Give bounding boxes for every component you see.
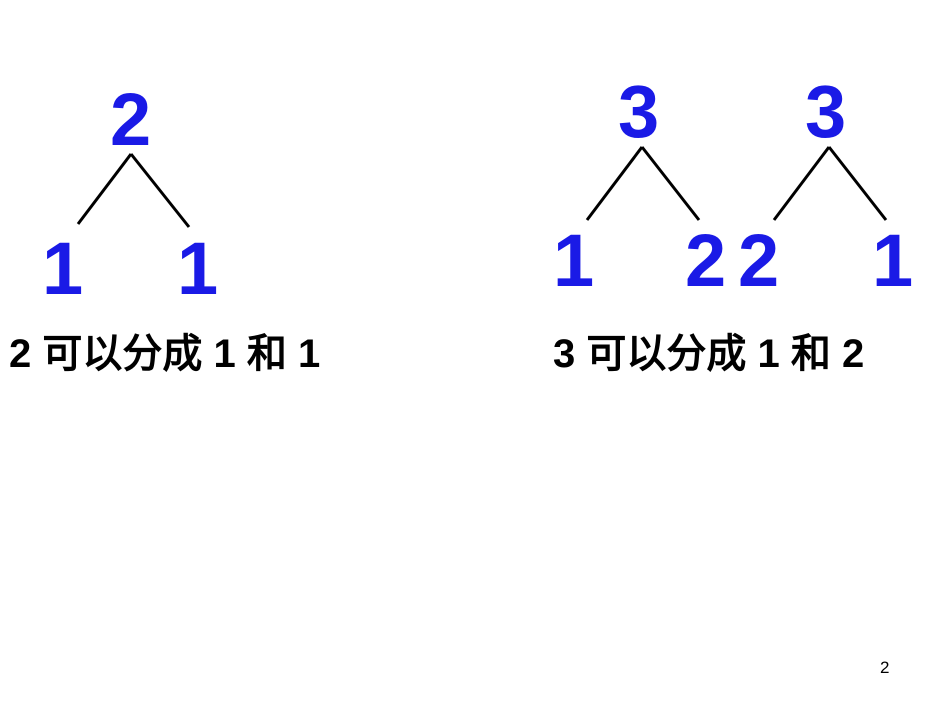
- tree3-right-number: 1: [872, 219, 914, 302]
- tree2-left-number: 1: [553, 219, 595, 302]
- tree1-right-branch: [129, 153, 191, 228]
- tree2-left-branch: [585, 146, 644, 221]
- tree3-top-number: 3: [805, 70, 847, 153]
- tree3-left-number: 2: [738, 219, 780, 302]
- tree2-caption: 3 可以分成 1 和 2: [553, 332, 865, 376]
- tree1-caption: 2 可以分成 1 和 1: [9, 332, 321, 376]
- tree1-left-number: 1: [42, 227, 84, 310]
- tree3-left-branch: [772, 146, 831, 221]
- tree2-right-branch: [640, 146, 701, 221]
- tree2-right-number: 2: [685, 219, 727, 302]
- tree1-right-number: 1: [177, 227, 219, 310]
- page-number: 2: [880, 658, 890, 677]
- tree2-top-number: 3: [618, 70, 660, 153]
- tree3-right-branch: [827, 146, 888, 221]
- tree1-left-branch: [76, 153, 133, 225]
- tree1-top-number: 2: [110, 78, 152, 161]
